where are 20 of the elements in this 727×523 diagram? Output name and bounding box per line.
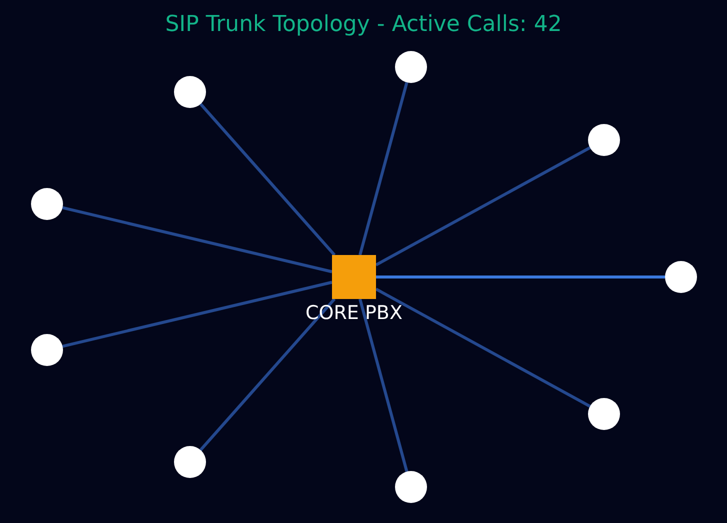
connection-line	[358, 298, 408, 472]
connection-line	[375, 146, 591, 266]
connection-line	[200, 102, 336, 256]
endpoint-node	[588, 398, 620, 430]
connection-line	[62, 206, 332, 274]
connection-line	[358, 82, 408, 256]
endpoint-node	[174, 76, 206, 108]
endpoint-node	[31, 188, 63, 220]
node-label: CORE PBX	[306, 301, 402, 325]
endpoint-node	[174, 446, 206, 478]
endpoint-node	[588, 124, 620, 156]
endpoint-node	[665, 261, 697, 293]
endpoint-node	[395, 51, 427, 83]
chart-title: SIP Trunk Topology - Active Calls: 42	[165, 11, 562, 39]
endpoint-node	[395, 471, 427, 503]
connection-line	[376, 276, 665, 278]
connection-line	[62, 280, 332, 348]
connection-line	[375, 288, 591, 408]
endpoint-node	[31, 334, 63, 366]
connection-line	[200, 298, 336, 452]
